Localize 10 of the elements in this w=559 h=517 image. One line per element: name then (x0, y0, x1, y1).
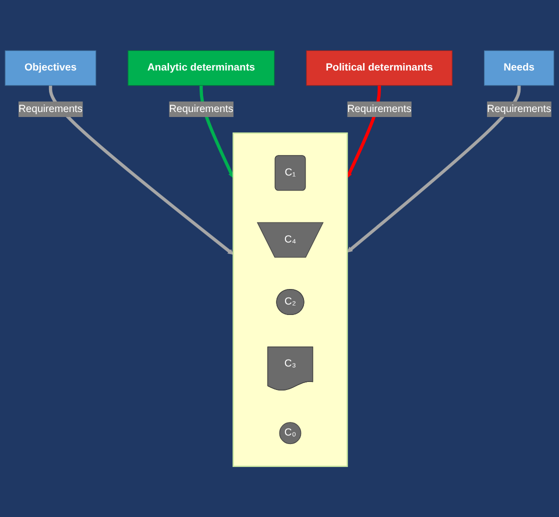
edge-label: Requirements (487, 103, 552, 114)
edge-label: Requirements (18, 103, 83, 114)
cluster (232, 132, 348, 467)
node-circle: C₀ (279, 422, 302, 444)
node-box: Needs (484, 50, 554, 86)
node-box: Objectives (4, 50, 96, 86)
edge-label: Requirements (169, 103, 234, 114)
node-box: Political determinants (306, 50, 452, 86)
node-box: Analytic determinants (128, 50, 275, 86)
edge-label: Requirements (347, 103, 412, 114)
